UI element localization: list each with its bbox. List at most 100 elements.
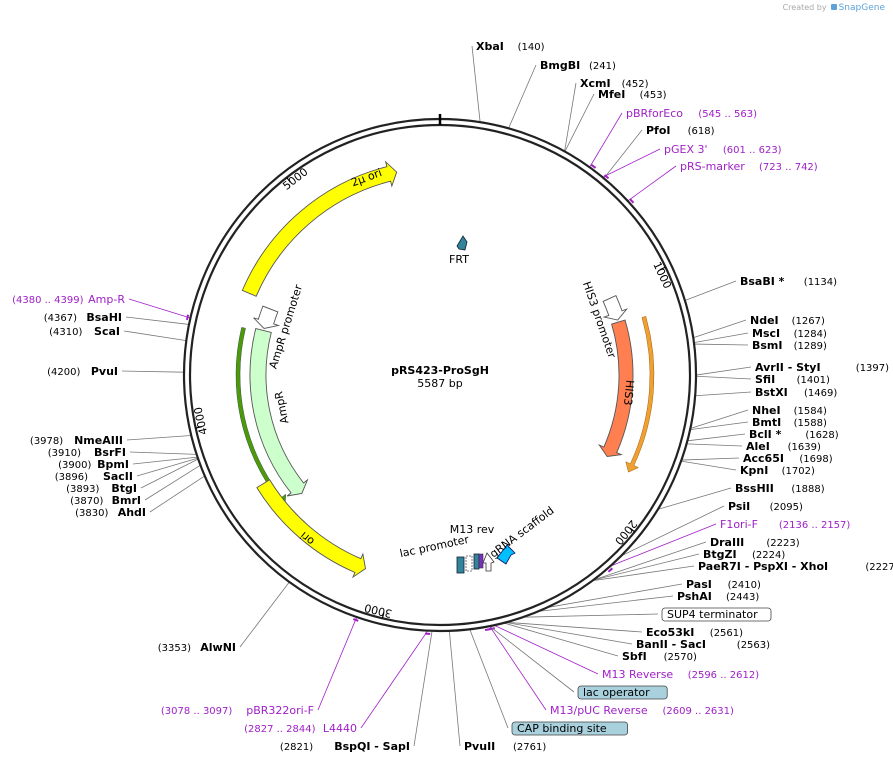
banii-saci-label: BanII - SacI xyxy=(636,638,706,651)
leader-pvuii xyxy=(448,630,461,747)
leader-pbrforeco xyxy=(589,112,623,168)
his3-arrow xyxy=(598,319,634,457)
tick-mark-1000 xyxy=(659,266,666,271)
pshai-position: (2443) xyxy=(726,592,759,603)
feature-label-his3-promoter: HIS3 promoter xyxy=(580,280,619,360)
cap-site-box xyxy=(465,555,473,572)
bcli-label: BclI * xyxy=(749,428,782,441)
bsahi-label: BsaHI xyxy=(86,311,122,324)
leader-bsshii xyxy=(657,487,732,510)
leader-l4440 xyxy=(360,630,429,729)
pgex-3-label: pGEX 3' xyxy=(664,143,708,156)
leader-bmri xyxy=(144,464,201,501)
pasi-position: (2410) xyxy=(728,580,761,591)
leader-btgi xyxy=(140,458,199,489)
bsrfi-label: BsrFI xyxy=(94,446,126,459)
kpni-position: (1702) xyxy=(782,466,815,477)
sfii-position: (1401) xyxy=(797,375,830,386)
leader-lines xyxy=(121,45,752,747)
pbr322ori-f-label: pBR322ori-F xyxy=(246,704,314,717)
pshai-label: PshAI xyxy=(677,590,712,603)
leader-bmgbi xyxy=(508,64,537,129)
primer-mark-m13-puc-reverse xyxy=(484,628,491,632)
acc65i-position: (1698) xyxy=(799,454,832,465)
ahdi-label: AhdI xyxy=(118,506,146,519)
alwni-label: AlwNI xyxy=(200,641,236,654)
leader-bcli xyxy=(687,433,746,442)
leader-draiii xyxy=(593,541,707,581)
leader-lac-operator xyxy=(489,625,575,693)
leader-ndei xyxy=(693,319,747,339)
pasi-label: PasI xyxy=(686,578,712,591)
nhei-position: (1584) xyxy=(794,406,827,417)
frt-arrow xyxy=(456,235,468,251)
leader-ahdi xyxy=(149,475,205,513)
leader-xbai xyxy=(471,45,481,123)
leader-msci xyxy=(693,332,749,344)
pbr322ori-f-position: (3078 .. 3097) xyxy=(161,706,233,717)
sup4-arrow xyxy=(482,552,495,572)
xcmi-label: XcmI xyxy=(580,77,611,90)
leader-avrii-styi xyxy=(695,366,752,376)
leader-bstxi xyxy=(695,391,752,397)
nhei-label: NheI xyxy=(752,404,781,417)
feature-label-ampr: AmpR xyxy=(272,390,291,425)
f1ori-f-position: (2136 .. 2157) xyxy=(779,520,851,531)
leader-bmti xyxy=(690,421,749,431)
leader-amp-r xyxy=(128,298,191,319)
sup4-terminator-badge xyxy=(661,607,772,622)
feature-label-frt: FRT xyxy=(449,253,469,266)
avrii-styi-label: AvrII - StyI xyxy=(755,361,821,374)
leader-xcmi xyxy=(564,82,577,152)
pbrforeco-label: pBRforEco xyxy=(626,107,683,120)
msci-position: (1284) xyxy=(794,329,827,340)
m13-puc-reverse-position: (2609 .. 2631) xyxy=(663,706,735,717)
bpmi-label: BpmI xyxy=(97,458,129,471)
alei-position: (1639) xyxy=(788,442,821,453)
eco53ki-position: (2561) xyxy=(710,628,743,639)
leader-nmeaiii xyxy=(126,435,192,441)
leader-m13-reverse xyxy=(493,624,599,675)
his3-thin-arrow xyxy=(625,316,655,473)
leader-pshai xyxy=(538,595,674,612)
sbfi-label: SbfI xyxy=(622,650,647,663)
leader-m13-puc-reverse xyxy=(489,625,547,711)
alwni-position: (3353) xyxy=(158,643,191,654)
ori-arrow xyxy=(256,479,367,579)
leader-cap-binding-site xyxy=(469,629,509,729)
xbai-position: (140) xyxy=(518,42,545,53)
scai-label: ScaI xyxy=(94,325,120,338)
mfei-label: MfeI xyxy=(598,88,625,101)
btgzi-position: (2224) xyxy=(752,550,785,561)
sbfi-position: (2570) xyxy=(664,652,697,663)
draiii-position: (2223) xyxy=(766,538,799,549)
leader-sacii xyxy=(136,457,199,477)
amp-r-position: (4380 .. 4399) xyxy=(12,295,84,306)
leader-prs-marker xyxy=(627,165,677,202)
bsabi-position: (1134) xyxy=(804,277,837,288)
primer-mark-prs-marker xyxy=(629,198,635,204)
snapgene-logo-icon xyxy=(830,4,837,10)
bmri-label: BmrI xyxy=(112,494,141,507)
bsabi-label: BsaBI * xyxy=(740,275,785,288)
ampr-promoter-arrow xyxy=(253,305,281,329)
ahdi-position: (3830) xyxy=(75,508,108,519)
mfei-position: (453) xyxy=(640,90,667,101)
tick-mark-4000 xyxy=(195,426,202,429)
leader-kpni xyxy=(680,460,737,471)
his3-promoter-arrow xyxy=(602,295,629,321)
lac-promoter-box xyxy=(456,556,465,574)
m13-reverse-position: (2596 .. 2612) xyxy=(688,670,760,681)
sacii-label: SacII xyxy=(103,470,133,483)
pvui-label: PvuI xyxy=(91,365,118,378)
leader-pgex-3 xyxy=(602,148,661,178)
cap-binding-site-badge xyxy=(511,721,628,736)
bsmi-label: BsmI xyxy=(752,339,783,352)
psii-position: (2095) xyxy=(770,502,803,513)
bmgbi-position: (241) xyxy=(589,61,616,72)
pfoi-position: (618) xyxy=(688,126,715,137)
primer-mark-f1ori-f xyxy=(607,567,614,573)
bcli-position: (1628) xyxy=(805,430,838,441)
ndei-position: (1267) xyxy=(792,316,825,327)
